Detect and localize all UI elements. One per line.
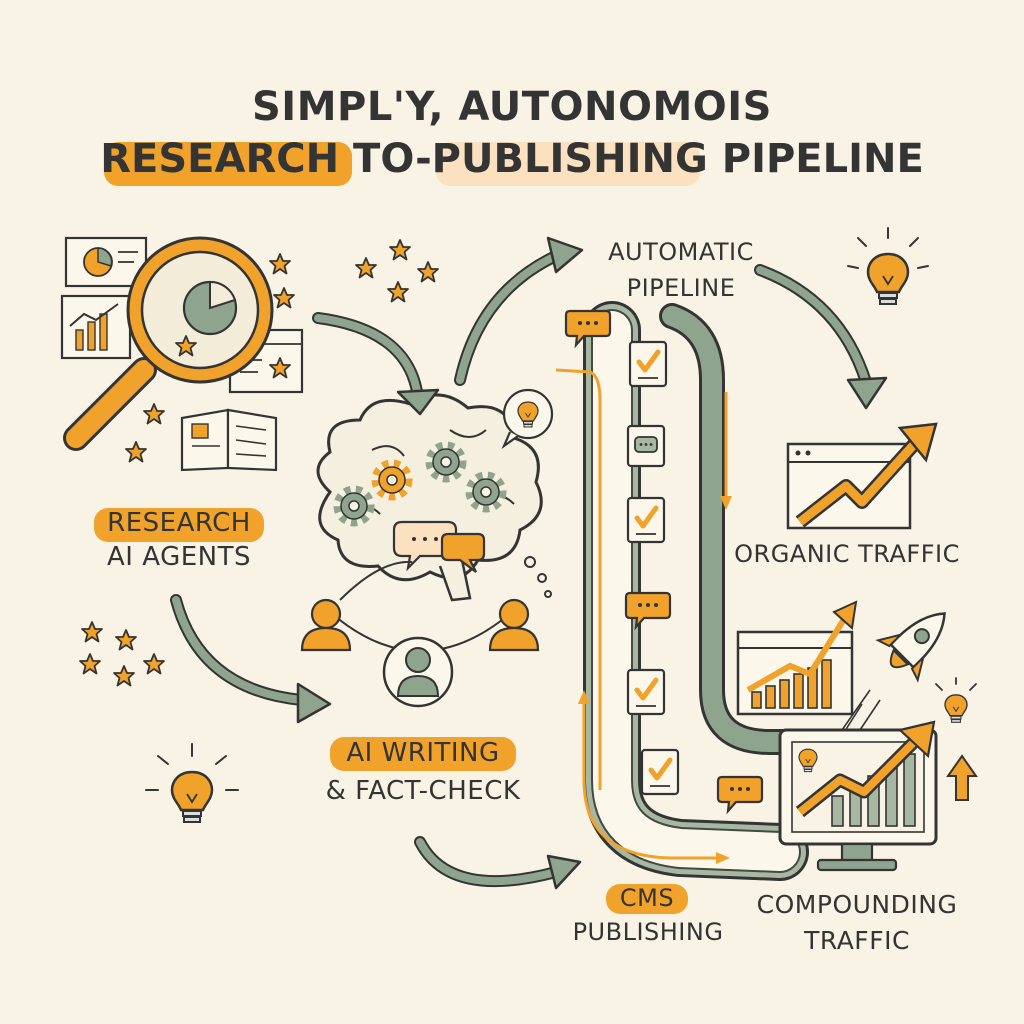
writing-label-line-1: AI WRITING (346, 738, 500, 768)
brain-illustration (300, 388, 554, 708)
research-illustration (60, 236, 439, 472)
compounding-label-line-1: COMPOUNDING (756, 890, 958, 919)
title-to-word: TO- (353, 136, 432, 182)
research-label-line-2: AI AGENTS (107, 542, 251, 572)
title-pipeline-word: PIPELINE (721, 136, 924, 182)
title-research-word: RESEARCH (100, 136, 340, 182)
research-label-highlight (94, 508, 264, 542)
compounding-label-line-2: TRAFFIC (804, 926, 910, 955)
writing-label-highlight (330, 737, 516, 771)
flow-arrows (170, 236, 888, 890)
title-line-1: SIMPL'Y, AUTONOMOIS (252, 84, 772, 130)
decor-stars-bulb (79, 621, 239, 824)
title-publishing-word: PUBLISHING (431, 136, 708, 182)
writing-label-line-2: & FACT-CHECK (325, 776, 521, 806)
research-label-line-1: RESEARCH (107, 508, 251, 538)
pipeline-label-line-2: PIPELINE (626, 274, 736, 302)
title-highlight-research (104, 142, 352, 186)
cms-label-line-1: CMS (619, 884, 675, 912)
title-highlight-publishing (436, 142, 700, 186)
pipeline-label-line-1: AUTOMATIC (608, 238, 754, 266)
organic-traffic-label: ORGANIC TRAFFIC (734, 540, 960, 568)
traffic-illustration (736, 227, 978, 872)
cms-label-highlight (606, 884, 688, 914)
pipeline-conveyor (555, 301, 809, 881)
title-line-2: RESEARCH TO-PUBLISHING PIPELINE (0, 136, 1024, 182)
cms-label-line-2: PUBLISHING (572, 918, 724, 946)
